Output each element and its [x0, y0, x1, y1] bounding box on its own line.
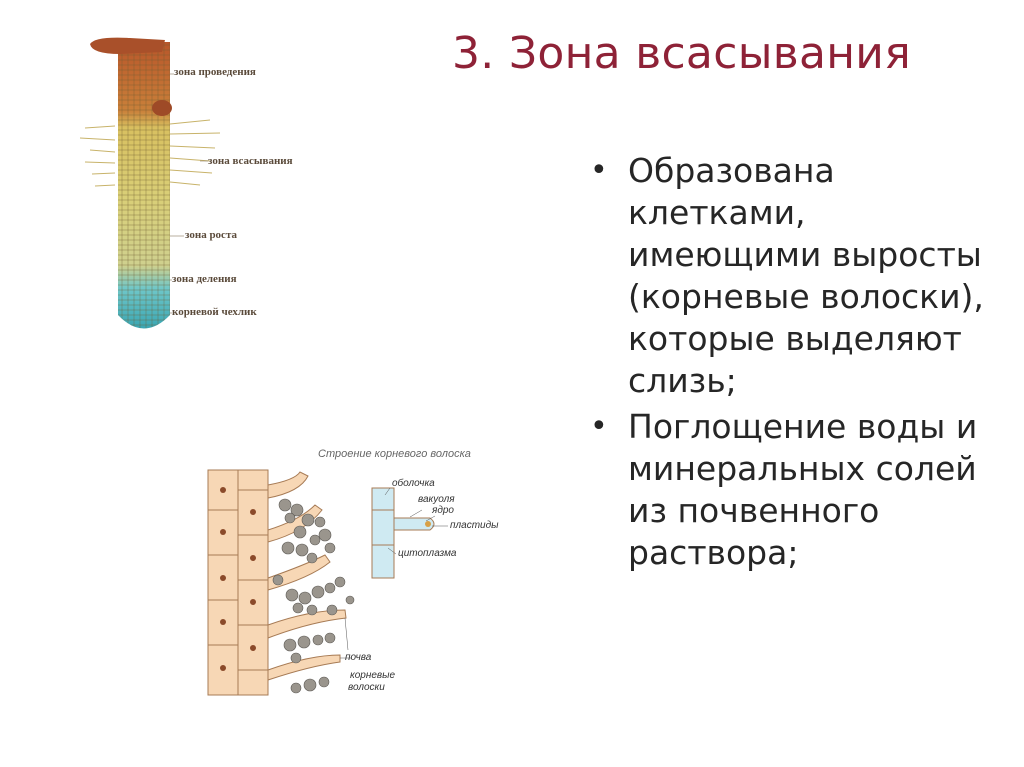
root-hair-caption: Строение корневого волоска — [318, 448, 471, 460]
hair-label-root-hairs-1: корневые — [350, 670, 396, 681]
bullet-list: • Образована клетками, имеющими выросты (… — [590, 150, 1000, 578]
root-label-growth: зона роста — [185, 229, 237, 241]
hair-label-cytoplasm: цитоплазма — [398, 548, 457, 559]
bullet-text: Поглощение воды и минеральных солей из п… — [628, 407, 978, 572]
root-label-absorption: зона всасывания — [208, 155, 293, 167]
hair-label-soil: почва — [345, 652, 372, 663]
hair-label-plastids: пластиды — [450, 520, 499, 531]
bullet-item: • Поглощение воды и минеральных солей из … — [590, 406, 1000, 574]
hair-label-nucleus: ядро — [432, 505, 454, 516]
root-zones-illustration — [80, 37, 221, 329]
hair-label-membrane: оболочка — [392, 478, 435, 489]
bullet-item: • Образована клетками, имеющими выросты (… — [590, 150, 1000, 402]
root-label-division: зона деления — [172, 273, 237, 285]
bullet-icon: • — [590, 153, 608, 188]
root-hair-illustration — [207, 469, 448, 696]
bullet-text: Образована клетками, имеющими выросты (к… — [628, 151, 984, 400]
root-label-cap: корневой чехлик — [172, 306, 257, 318]
hair-label-vacuole: вакуоля — [418, 494, 455, 505]
root-label-conduction: зона проведения — [174, 66, 256, 78]
bullet-icon: • — [590, 409, 608, 444]
slide-title: 3. Зона всасывания — [452, 28, 911, 79]
hair-label-root-hairs-2: волоски — [348, 682, 385, 693]
